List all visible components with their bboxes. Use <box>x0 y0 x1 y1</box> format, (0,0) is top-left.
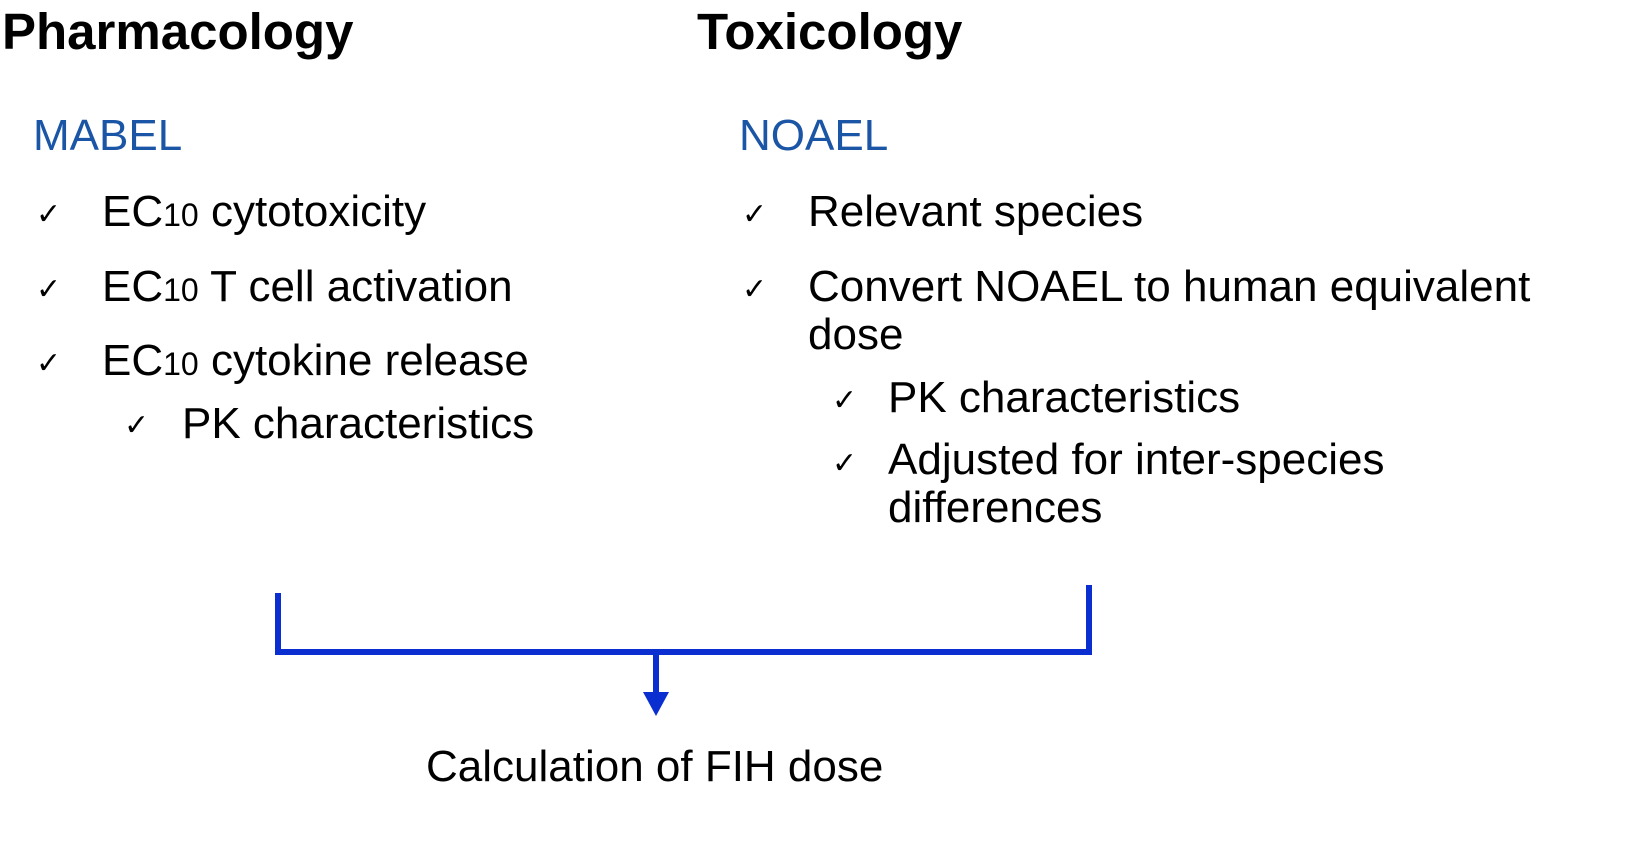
mabel-subheading: MABEL <box>33 111 183 160</box>
check-icon: ✓ <box>36 347 62 380</box>
check-icon: ✓ <box>832 384 858 417</box>
list-subitem-pk-characteristics: PK characteristics <box>888 373 1241 422</box>
list-subitem-adjusted-line2: differences <box>888 483 1103 532</box>
item-text: cytokine release <box>198 336 529 385</box>
fih-dose-result: Calculation of FIH dose <box>426 742 884 791</box>
check-icon: ✓ <box>124 409 150 442</box>
check-icon: ✓ <box>742 273 768 306</box>
list-item-convert-noael-line1: Convert NOAEL to human equivalent <box>808 262 1531 311</box>
item-prefix: EC <box>102 336 164 385</box>
list-item-convert-noael-line2: dose <box>808 310 904 359</box>
list-item-ec10-cytokine-release: EC10 cytokine release <box>102 339 529 383</box>
item-subscript: 10 <box>163 272 199 308</box>
item-subscript: 10 <box>163 197 199 233</box>
item-prefix: EC <box>102 187 164 236</box>
arrow-down-icon <box>643 692 669 716</box>
check-icon: ✓ <box>742 198 768 231</box>
check-icon: ✓ <box>36 198 62 231</box>
noael-subheading: NOAEL <box>739 111 889 160</box>
item-subscript: 10 <box>163 346 199 382</box>
item-text: T cell activation <box>198 262 513 311</box>
item-prefix: EC <box>102 262 164 311</box>
item-text: cytotoxicity <box>198 187 427 236</box>
toxicology-heading: Toxicology <box>697 3 963 60</box>
check-icon: ✓ <box>36 273 62 306</box>
pharmacology-heading: Pharmacology <box>2 3 354 60</box>
list-subitem-adjusted-line1: Adjusted for inter-species <box>888 435 1385 484</box>
check-icon: ✓ <box>832 447 858 480</box>
list-item-relevant-species: Relevant species <box>808 187 1144 236</box>
list-item-ec10-t-cell-activation: EC10 T cell activation <box>102 265 513 309</box>
list-subitem-pk-characteristics: PK characteristics <box>182 399 535 448</box>
list-item-ec10-cytotoxicity: EC10 cytotoxicity <box>102 190 426 234</box>
